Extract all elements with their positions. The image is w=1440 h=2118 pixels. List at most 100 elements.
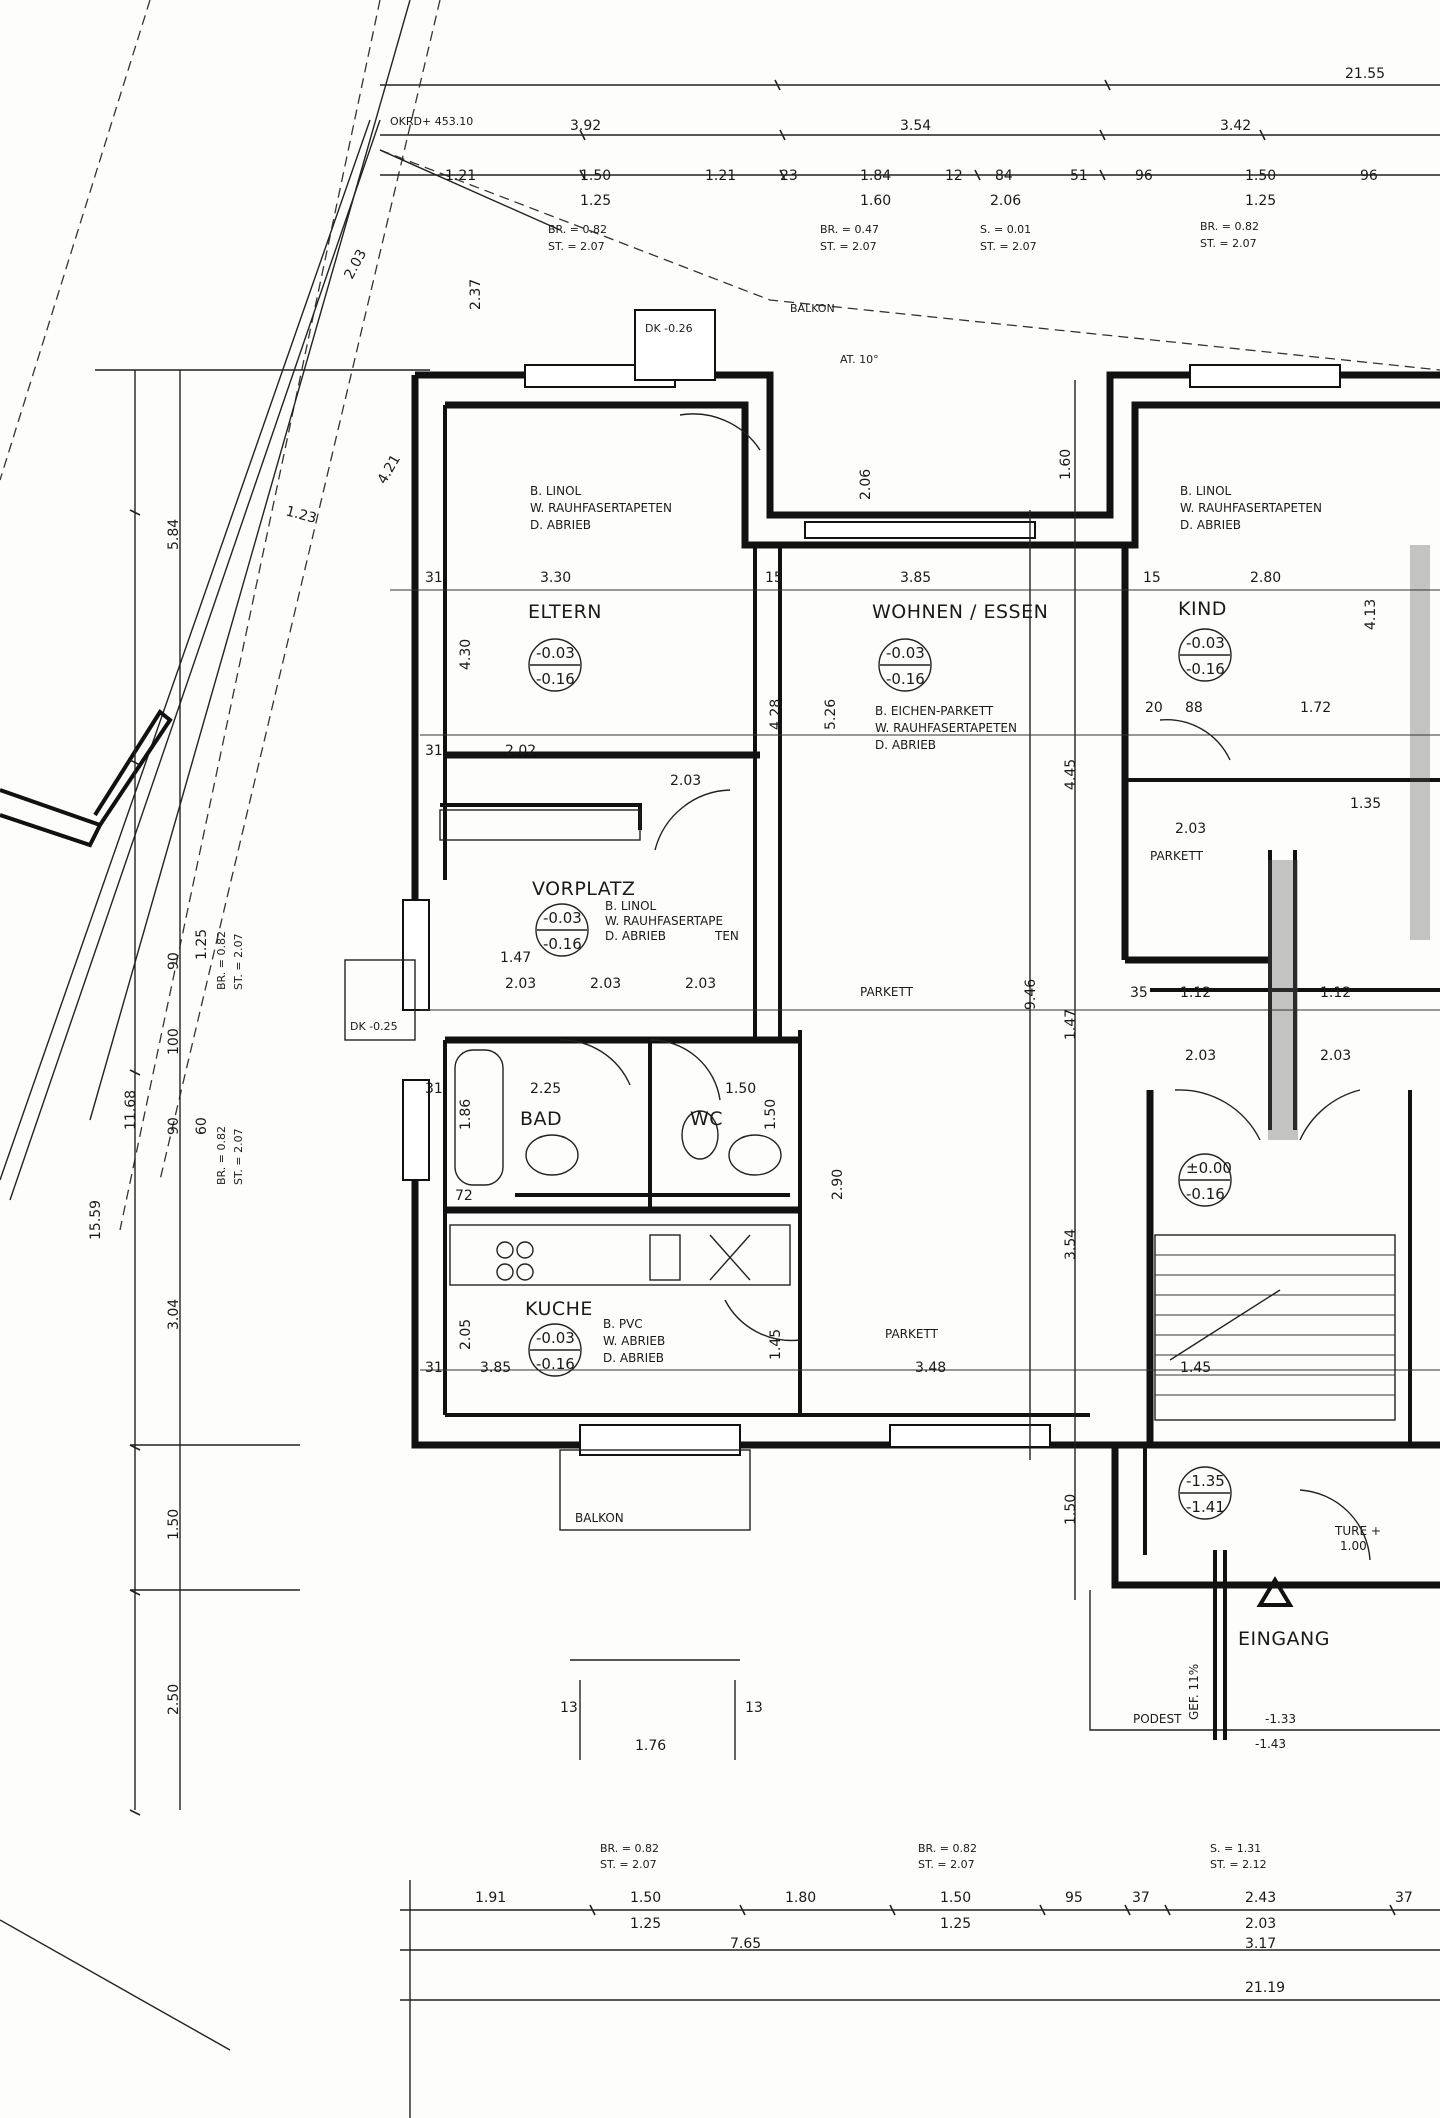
stair-level: ±0.00 -0.16 bbox=[1178, 1153, 1232, 1207]
entry-level-top: -1.35 bbox=[1186, 1472, 1225, 1490]
br5-label: BR. = 0.82 bbox=[215, 1126, 228, 1185]
st7-label: ST. = 2.07 bbox=[600, 1858, 657, 1871]
st8-label: ST. = 2.07 bbox=[918, 1858, 975, 1871]
room-eltern: B. LINOL W. RAUHFASERTAPETEN D. ABRIEB E… bbox=[528, 484, 672, 692]
kueche-level-bottom: -0.16 bbox=[536, 1355, 575, 1373]
eltern-finish-2: W. RAUHFASERTAPETEN bbox=[530, 501, 672, 515]
vorplatz-finish-1: B. LINOL bbox=[605, 899, 657, 913]
gef-label: GEF. 11% bbox=[1187, 1664, 1201, 1720]
dim-top-r1-4: 1.84 bbox=[860, 168, 891, 184]
dim-inner-290: 2.90 bbox=[830, 1169, 846, 1200]
dim-mid-354: 3.54 bbox=[1063, 1229, 1079, 1260]
eltern-name: ELTERN bbox=[528, 601, 602, 623]
eltern-level-bottom: -0.16 bbox=[536, 670, 575, 688]
vorplatz-finish-3: D. ABRIEB bbox=[605, 929, 666, 943]
dim-inner-145-b: 1.45 bbox=[1180, 1360, 1211, 1376]
kind-finish-3: D. ABRIEB bbox=[1180, 518, 1241, 532]
vorplatz-level-top: -0.03 bbox=[543, 909, 582, 927]
entry-level: -1.35 -1.41 bbox=[1178, 1466, 1232, 1520]
dim-inner-147: 1.47 bbox=[500, 950, 531, 966]
entry-level-bottom: -1.41 bbox=[1186, 1498, 1225, 1516]
podest-label: PODEST bbox=[1133, 1712, 1182, 1726]
kind-level-top: -0.03 bbox=[1186, 634, 1225, 652]
dim-31-b: 31 bbox=[425, 743, 443, 759]
dim-bot-13b: 13 bbox=[745, 1700, 763, 1716]
dim-wc-w: 1.50 bbox=[725, 1081, 756, 1097]
dim-diag-1: 2.03 bbox=[341, 247, 370, 282]
dim-bot-r2-2: 2.03 bbox=[1245, 1916, 1276, 1932]
dim-top-r1-10: 96 bbox=[1360, 168, 1378, 184]
balkon-top-label: BALKON bbox=[790, 302, 835, 315]
dim-top-c: 3.42 bbox=[1220, 118, 1251, 134]
dim-top-r1-0: 1.21 bbox=[445, 168, 476, 184]
eingang-label: EINGANG bbox=[1238, 1628, 1330, 1650]
exterior-walls bbox=[411, 371, 1440, 1731]
eltern-level-top: -0.03 bbox=[536, 644, 575, 662]
vorplatz-finish-2: W. RAUHFASERTAPE bbox=[605, 914, 723, 928]
dim-inner-172: 1.72 bbox=[1300, 700, 1331, 716]
wohnen-level-top: -0.03 bbox=[886, 644, 925, 662]
podest-level-1: -1.33 bbox=[1265, 1712, 1296, 1726]
dk-left-label: DK -0.25 bbox=[350, 1020, 398, 1033]
door-swings bbox=[559, 413, 1371, 1561]
room-bad: BAD bbox=[520, 1108, 562, 1130]
dim-inner-20: 20 bbox=[1145, 700, 1163, 716]
parkett-label-1: PARKETT bbox=[860, 985, 914, 999]
dim-top-total: 21.55 bbox=[1345, 66, 1385, 82]
windows bbox=[344, 309, 1341, 1531]
dim-bot-r1-0: 1.91 bbox=[475, 1890, 506, 1906]
dim-inner-203-b: 2.03 bbox=[505, 976, 536, 992]
s3-label: S. = 0.01 bbox=[980, 223, 1031, 236]
wohnen-level-bottom: -0.16 bbox=[886, 670, 925, 688]
dim-top-r1-2: 1.21 bbox=[705, 168, 736, 184]
room-kueche: KUCHE -0.03 -0.16 B. PVC W. ABRIEB D. AB… bbox=[525, 1298, 665, 1377]
dim-bot-mid: 1.76 bbox=[635, 1738, 666, 1754]
dim-inner-203-a: 2.03 bbox=[670, 773, 701, 789]
dim-inner-203-g: 2.03 bbox=[1320, 1048, 1351, 1064]
dim-top-r2-0: 1.25 bbox=[580, 193, 611, 209]
st3-label: ST. = 2.07 bbox=[980, 240, 1037, 253]
br4-label: BR. = 0.82 bbox=[1200, 220, 1259, 233]
dim-top-r1-9: 1.50 bbox=[1245, 168, 1276, 184]
dim-31-a: 31 bbox=[425, 570, 443, 586]
dim-inner-135: 1.35 bbox=[1350, 796, 1381, 812]
room-kind: B. LINOL W. RAUHFASERTAPETEN D. ABRIEB K… bbox=[1178, 484, 1322, 682]
ture-label: TURE + bbox=[1334, 1524, 1381, 1538]
interior-walls bbox=[440, 545, 1440, 1445]
dim-left-c: 1.50 bbox=[166, 1509, 182, 1540]
parkett-label-2: PARKETT bbox=[1150, 849, 1204, 863]
okrd-label: OKRD+ 453.10 bbox=[390, 115, 473, 128]
staircase bbox=[1154, 1234, 1396, 1740]
dim-bad-h: 1.86 bbox=[458, 1099, 474, 1130]
br1-label: BR. = 0.82 bbox=[548, 223, 607, 236]
dim-wc-h: 1.50 bbox=[763, 1099, 779, 1130]
stair-level-top: ±0.00 bbox=[1186, 1159, 1232, 1177]
kind-name: KIND bbox=[1178, 598, 1227, 620]
dim-eltern-w: 3.30 bbox=[540, 570, 571, 586]
dim-bot-r1-2: 1.80 bbox=[785, 1890, 816, 1906]
br6-label: BR. = 0.82 bbox=[215, 931, 228, 990]
dim-top-r1-6: 84 bbox=[995, 168, 1013, 184]
sanitary-fixtures bbox=[439, 809, 791, 1286]
dk-top-label: DK -0.26 bbox=[645, 322, 693, 335]
dim-15-b: 15 bbox=[1143, 570, 1161, 586]
dim-top-r1-5: 12 bbox=[945, 168, 963, 184]
entrance-arrow-icon bbox=[1256, 1576, 1294, 1607]
dim-bad-w: 2.25 bbox=[530, 1081, 561, 1097]
kueche-finish-3: D. ABRIEB bbox=[603, 1351, 664, 1365]
wohnen-finish-3: D. ABRIEB bbox=[875, 738, 936, 752]
dim-top-r1-1: 1.50 bbox=[580, 168, 611, 184]
wohnen-name: WOHNEN / ESSEN bbox=[872, 601, 1048, 623]
wohnen-finish-1: B. EICHEN-PARKETT bbox=[875, 704, 994, 718]
kueche-finish-2: W. ABRIEB bbox=[603, 1334, 665, 1348]
at-angle-label: AT. 10° bbox=[840, 353, 879, 366]
eltern-finish-1: B. LINOL bbox=[530, 484, 582, 498]
parkett-label-3: PARKETT bbox=[885, 1327, 939, 1341]
dim-kueche-w: 3.85 bbox=[480, 1360, 511, 1376]
wc-name: WC bbox=[690, 1108, 723, 1130]
dimension-lines bbox=[95, 79, 1440, 2001]
dim-mid-160: 1.60 bbox=[1058, 449, 1074, 480]
dim-kueche-h: 2.05 bbox=[458, 1319, 474, 1350]
stair-level-bottom: -0.16 bbox=[1186, 1185, 1225, 1203]
kueche-name: KUCHE bbox=[525, 1298, 593, 1320]
